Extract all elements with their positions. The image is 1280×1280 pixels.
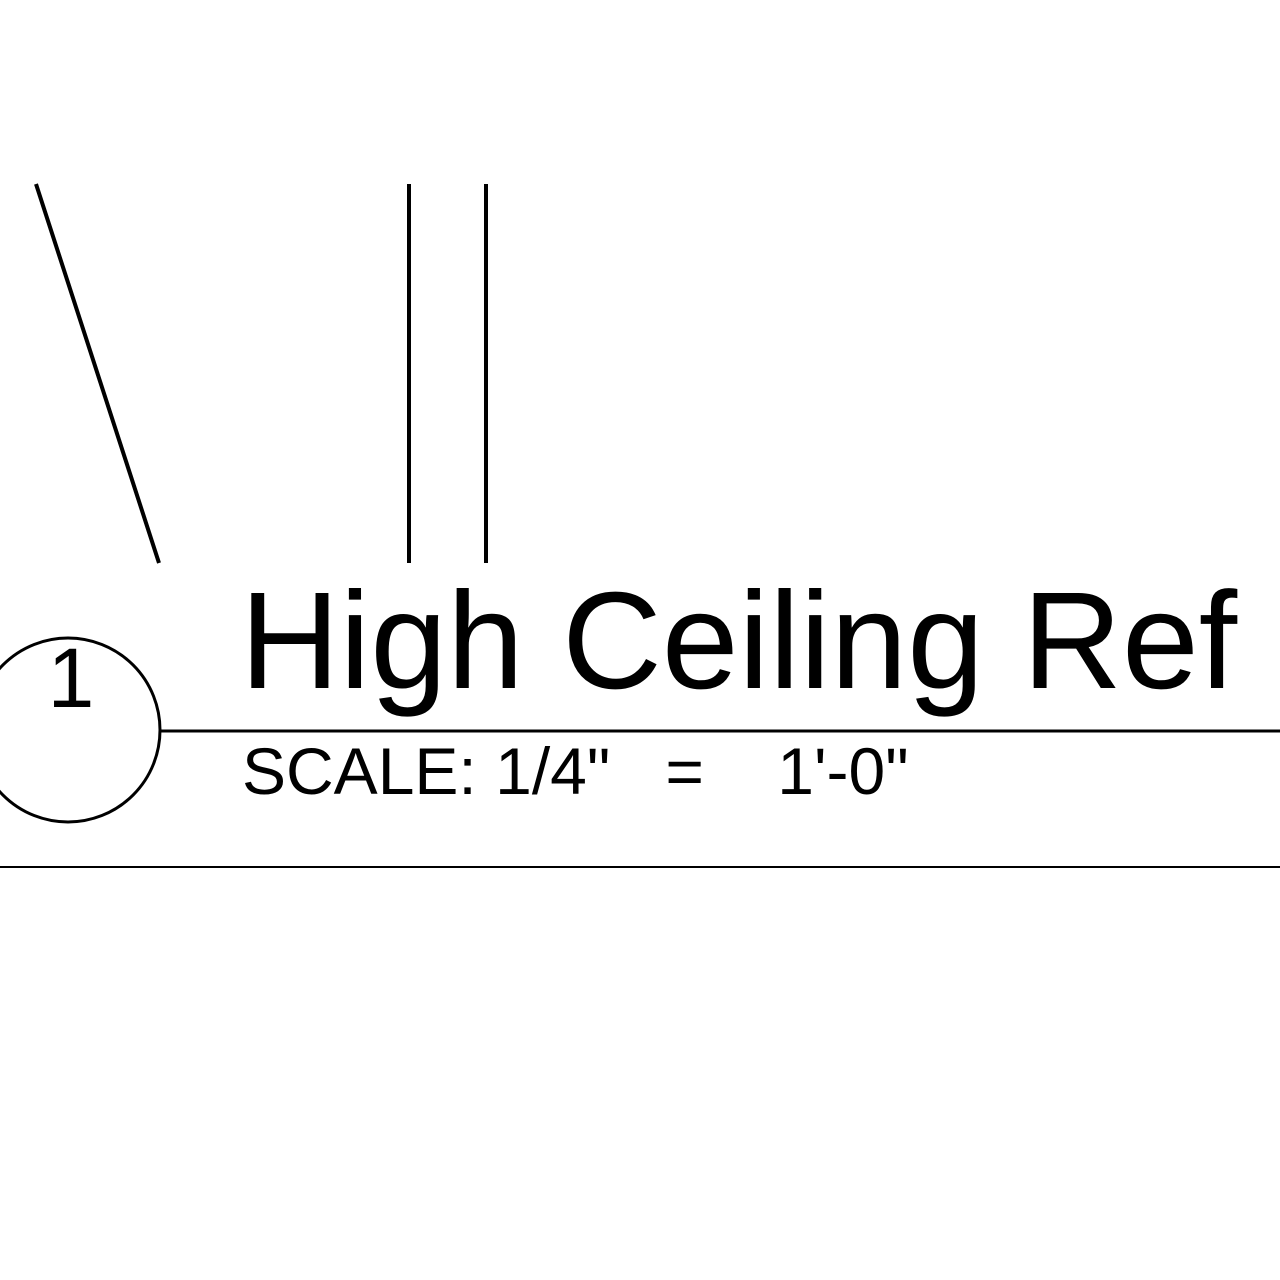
scale-real-value: 1'-0" xyxy=(777,734,909,808)
scale-drawing-value: 1/4" xyxy=(495,734,611,808)
diagonal-leader-line xyxy=(34,183,161,564)
scale-equals: = xyxy=(665,734,704,808)
scale-note: SCALE: 1/4" = 1'-0" xyxy=(242,738,909,804)
view-title: High Ceiling Ref xyxy=(240,564,1238,718)
view-number: 1 xyxy=(47,631,95,725)
scale-prefix: SCALE: xyxy=(242,734,477,808)
